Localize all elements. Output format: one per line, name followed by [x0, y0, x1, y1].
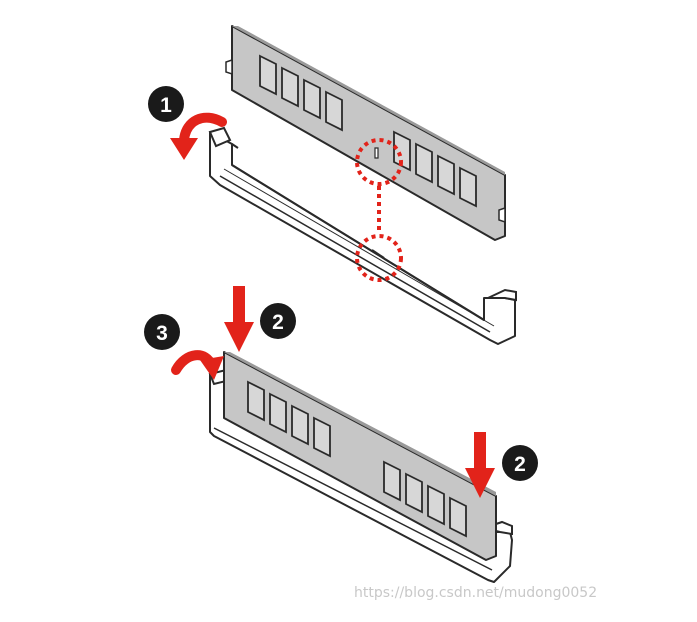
memory-module-bottom — [223, 351, 497, 561]
step-badge-2-right-label: 2 — [514, 453, 526, 476]
step-badge-3: 3 — [144, 314, 180, 350]
step-badge-2-left-label: 2 — [272, 311, 284, 334]
step-badge-1: 1 — [148, 86, 184, 122]
step-badge-1-label: 1 — [160, 94, 172, 117]
curved-arrow-close-latch-icon — [171, 350, 224, 380]
memory-module-top — [225, 25, 506, 241]
memory-chips-top-right — [393, 130, 477, 208]
down-arrow-right-icon — [465, 432, 495, 498]
down-arrow-left-icon — [224, 286, 254, 352]
memory-chips-bottom-right — [383, 460, 467, 538]
memory-chips-top-left — [259, 54, 343, 132]
memory-chips-bottom-left — [247, 380, 331, 458]
step-badge-2-right: 2 — [502, 445, 538, 481]
watermark-text: https://blog.csdn.net/mudong0052 — [354, 585, 597, 601]
curved-arrow-open-latch-icon — [170, 112, 227, 160]
step-badge-2-left: 2 — [260, 303, 296, 339]
step-badge-3-label: 3 — [156, 322, 168, 345]
dimm-slot-top — [208, 126, 517, 345]
notch-alignment-indicator — [355, 138, 403, 282]
